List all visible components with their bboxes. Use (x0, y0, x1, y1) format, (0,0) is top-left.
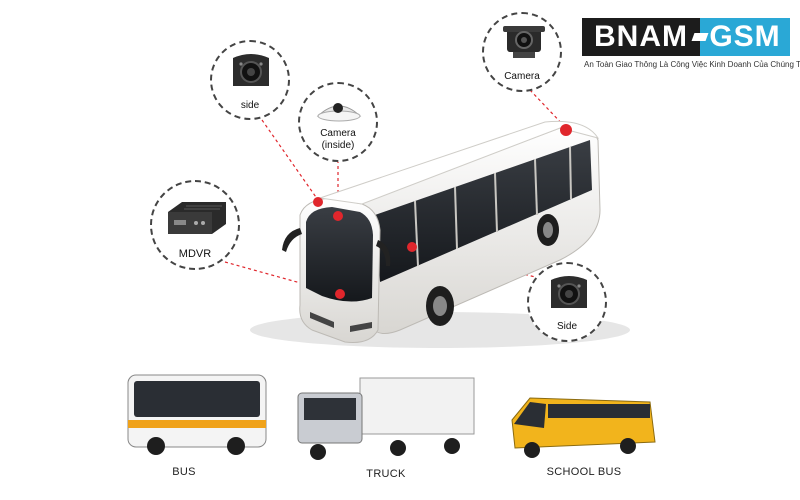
callout-roof-camera: Camera (482, 12, 562, 92)
logo-text-gsm: GSM (700, 18, 790, 56)
callout-side-right-label: Side (556, 321, 577, 332)
logo-box: BNAM GSM (582, 18, 790, 56)
marker-side-left (313, 197, 323, 207)
box-camera-icon (503, 26, 545, 58)
main-bus (250, 120, 630, 348)
logo-dash (691, 33, 709, 41)
label-school-bus: SCHOOL BUS (546, 466, 622, 478)
marker-side-right (407, 242, 417, 252)
callout-side-camera: side (210, 40, 290, 120)
logo-tagline: An Toàn Giao Thông Là Công Việc Kinh Doa… (584, 60, 800, 69)
camera-markers (313, 124, 572, 299)
logo-dot (704, 21, 711, 28)
side-camera-icon (233, 54, 269, 86)
label-bus: BUS (172, 466, 196, 478)
mdvr-device-icon (168, 202, 226, 234)
vehicle-truck-image (297, 377, 475, 460)
callout-side-label: side (240, 100, 260, 111)
brand-logo: BNAM GSM An Toàn Giao Thông Là Công Việc… (582, 18, 800, 74)
callout-mdvr: MDVR (150, 180, 240, 270)
marker-camera-roof (560, 124, 572, 136)
side-camera-right-icon (551, 276, 587, 308)
vehicle-bus-image (127, 374, 267, 455)
callout-roof-camera-label: Camera (504, 71, 540, 82)
marker-mdvr (335, 289, 345, 299)
callout-camera-inside: Camera (inside) (298, 82, 378, 162)
connector-side-top (261, 119, 319, 201)
callout-camera-inside-label-2: (inside) (321, 140, 355, 151)
label-truck: TRUCK (366, 468, 406, 480)
vehicle-school-bus-image (511, 397, 656, 458)
marker-camera-inside (333, 211, 343, 221)
dome-camera-icon (316, 103, 362, 122)
logo-text-bnam: BNAM (582, 18, 700, 56)
callout-camera-inside-label-1: Camera (320, 128, 356, 139)
callout-side-right-camera: Side (527, 262, 607, 342)
connector-mdvr (224, 261, 341, 295)
callout-mdvr-label: MDVR (178, 248, 212, 260)
